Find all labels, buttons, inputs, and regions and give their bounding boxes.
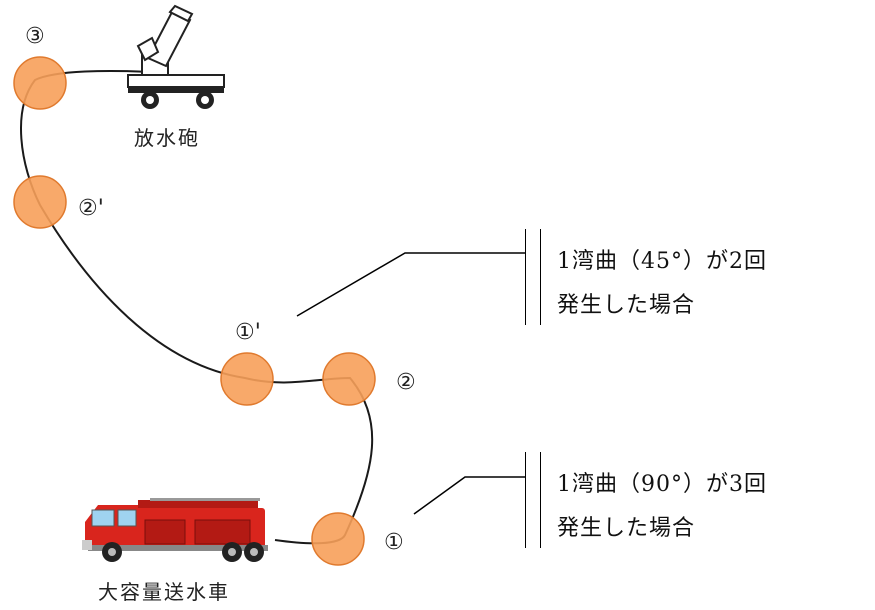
bend-marker-3 [13, 56, 67, 110]
upper-note-line2: 発生した場合 [557, 293, 696, 318]
water-cannon-icon [127, 4, 225, 109]
bend-marker-1 [311, 512, 365, 566]
bend-marker-2-prime [13, 175, 67, 229]
bend-label-2-prime: ②' [78, 196, 104, 221]
fire-truck-icon [82, 498, 268, 562]
fire-truck-label: 大容量送水車 [98, 580, 230, 604]
bend-label-1: ① [384, 530, 404, 555]
leader-line-upper [296, 252, 525, 317]
bend-marker-2 [322, 352, 376, 406]
bend-label-2: ② [396, 370, 416, 395]
bend-marker-1-prime [220, 352, 274, 406]
upper-note-box: 1湾曲（45°）が2回 発生した場合 [540, 229, 861, 325]
lower-note-line1: 1湾曲（90°）が3回 [557, 472, 767, 497]
lower-note-bracket [525, 452, 526, 548]
upper-note-line1: 1湾曲（45°）が2回 [557, 249, 767, 274]
leader-line-lower [413, 476, 525, 515]
lower-note-box: 1湾曲（90°）が3回 発生した場合 [540, 452, 861, 548]
bend-label-1-prime: ①' [235, 320, 261, 345]
water-cannon-label: 放水砲 [134, 126, 200, 150]
lower-note-line2: 発生した場合 [557, 516, 696, 541]
bend-label-3: ③ [25, 24, 45, 49]
upper-note-bracket [525, 229, 526, 325]
